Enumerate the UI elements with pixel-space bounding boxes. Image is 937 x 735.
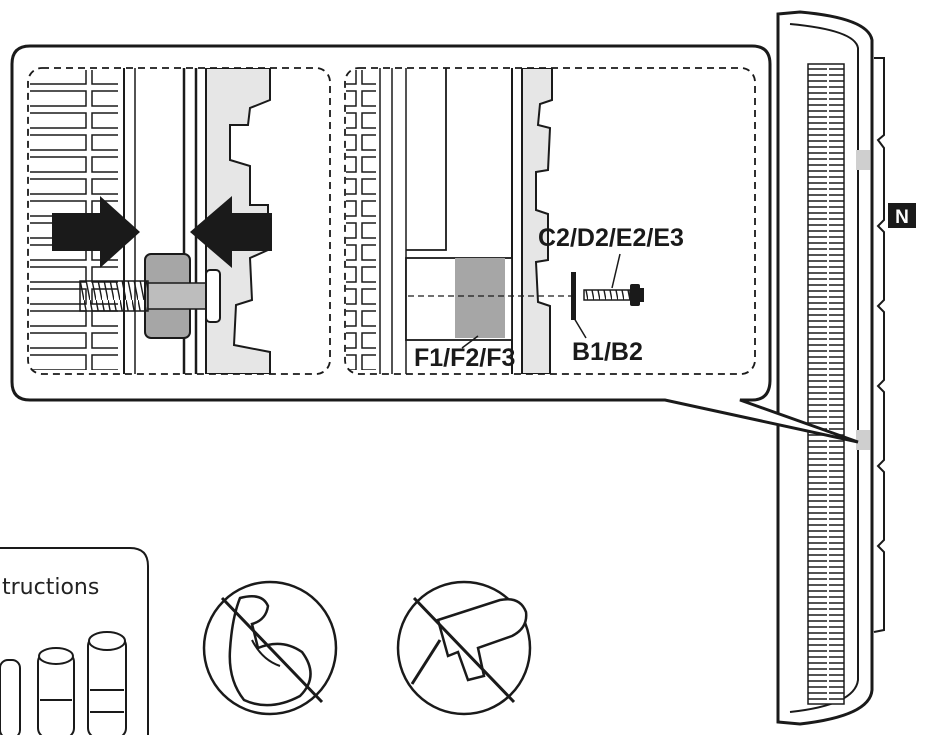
washer-label: B1/B2	[572, 338, 643, 366]
screw-icon	[583, 284, 644, 306]
press-arrow-left	[52, 196, 140, 268]
instructions-box: tructions	[0, 547, 149, 735]
no-force-icon	[202, 580, 338, 716]
left-inset-frame	[27, 67, 331, 375]
right-inset-assembly	[345, 68, 755, 374]
no-power-drill-icon	[396, 580, 532, 716]
spacer-block	[455, 258, 505, 338]
tv-vent-grille	[807, 63, 845, 705]
spacer-label: F1/F2/F3	[414, 344, 515, 372]
socket-bits-icon	[0, 631, 127, 735]
washer	[571, 272, 576, 320]
tv-marker-tag: N	[888, 203, 916, 228]
instructions-label: tructions	[2, 575, 99, 600]
left-inset-compression	[28, 68, 330, 374]
press-arrow-right	[190, 196, 272, 268]
tv-marker-label: N	[895, 207, 909, 228]
screw-label: C2/D2/E2/E3	[538, 224, 684, 252]
tv-side-profile	[776, 10, 885, 726]
right-inset-frame	[344, 67, 756, 375]
